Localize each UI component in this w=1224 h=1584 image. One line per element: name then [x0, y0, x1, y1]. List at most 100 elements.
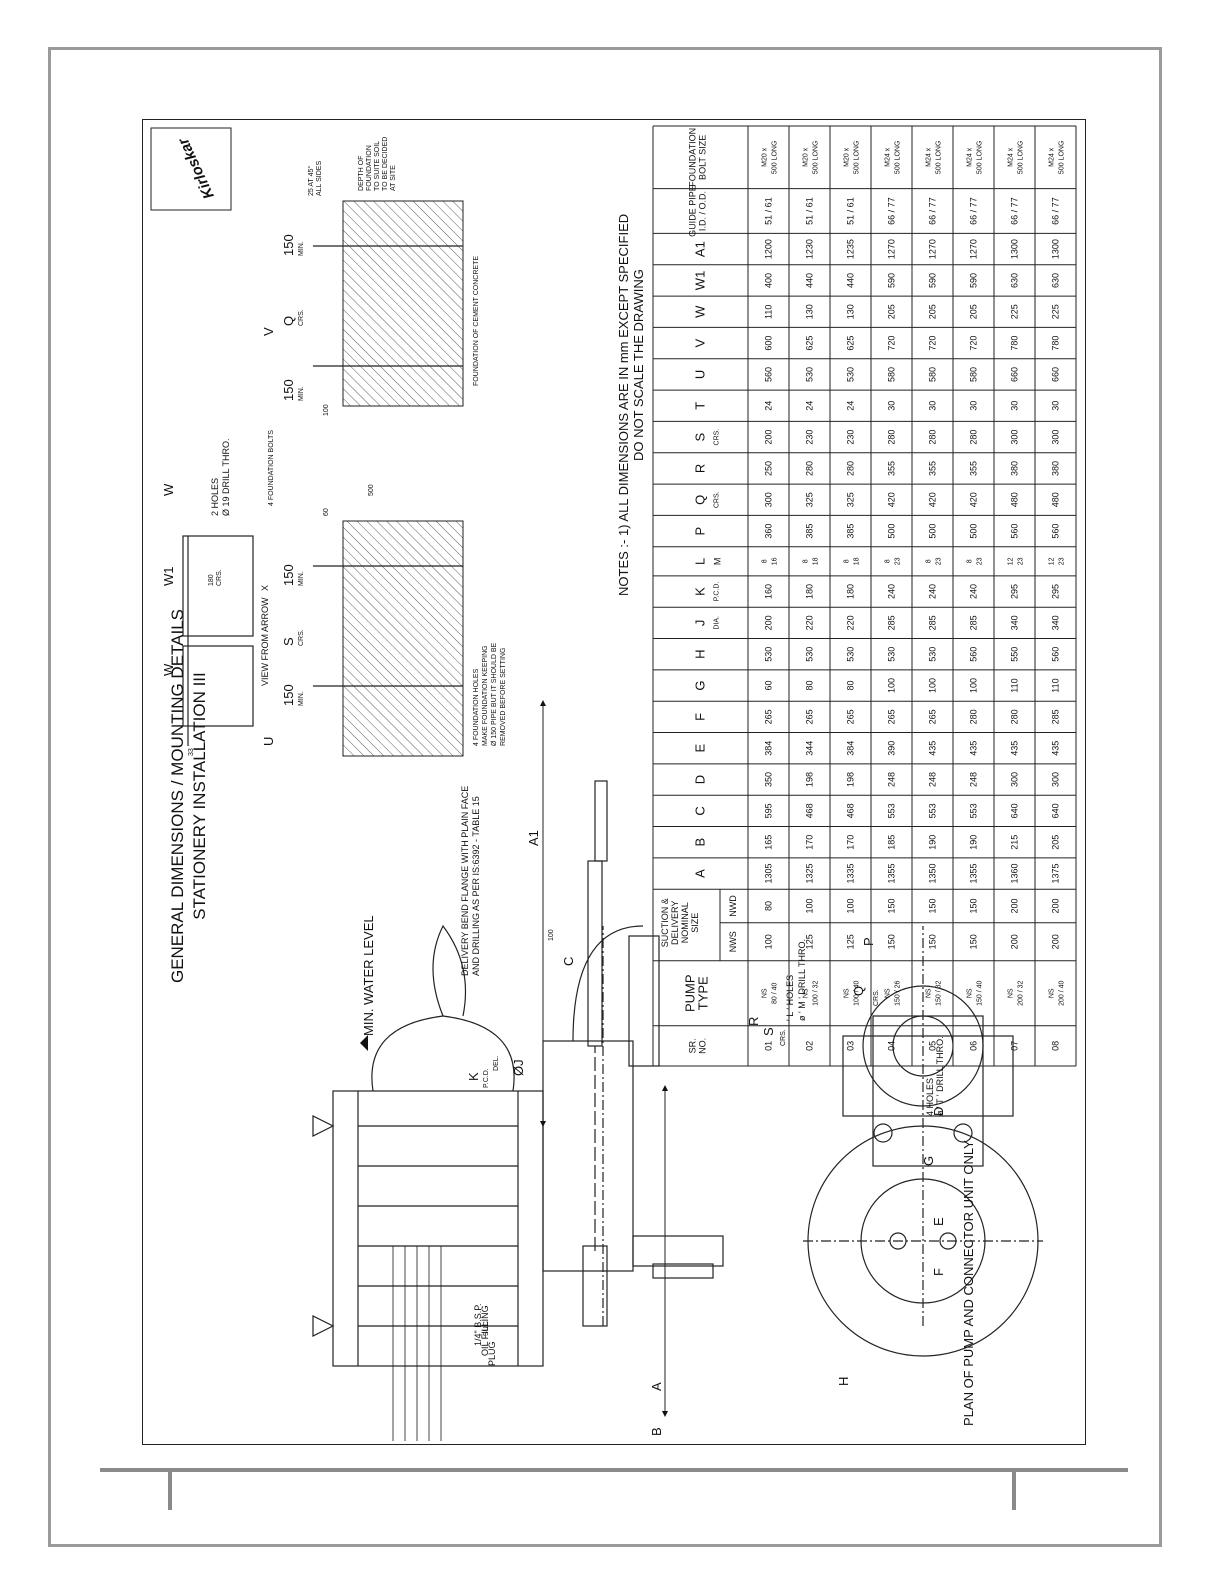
view-180-crs: CRS. [216, 569, 223, 586]
table-cell-R: 380 [1010, 461, 1020, 476]
table-cell-Q: 420 [969, 492, 979, 507]
table-cell-K: 240 [928, 584, 938, 599]
header-J: J [693, 620, 708, 627]
table-cell-bolt: 500 LONG [936, 141, 943, 174]
table-cell-F: 280 [1010, 709, 1020, 724]
table-cell-guide: 51 / 61 [764, 197, 774, 225]
table-cell-C: 553 [887, 803, 897, 818]
table-cell-F: 265 [846, 709, 856, 724]
table-cell-bolt: M20 x [803, 147, 810, 167]
table-cell-A: 1325 [805, 864, 815, 884]
table-cell-C: 553 [969, 803, 979, 818]
label-q-crs: CRS. [873, 989, 880, 1006]
min-d: MIN. [298, 241, 305, 256]
view-x: X [260, 585, 270, 591]
header-sr-no: NO. [698, 1038, 708, 1054]
header-D: D [693, 775, 708, 784]
four-holes-3: Ø 150 PIPE BUT IT SHOULD BE [491, 642, 498, 746]
table-cell-H: 530 [764, 647, 774, 662]
dim-A: A [649, 1382, 664, 1391]
table-cell-L: 18 [813, 557, 820, 565]
four-holes-4: REMOVED BEFORE SETTING [500, 648, 507, 746]
header-K: K [693, 587, 708, 596]
table-cell-nws: 200 [1051, 934, 1061, 949]
table-cell-pump: NS [967, 988, 974, 998]
dim-G: G [921, 1156, 936, 1166]
depth-4: TO BE DECIDED [382, 137, 389, 191]
dim-150-d: 150 [281, 234, 296, 256]
table-cell-A1: 1235 [846, 239, 856, 259]
l-holes-note-1: ' L ' HOLES [785, 975, 795, 1021]
table-cell-F: 265 [887, 709, 897, 724]
notes-line2: DO NOT SCALE THE DRAWING [631, 269, 646, 461]
table-cell-L: 8 [926, 559, 933, 563]
table-cell-A: 1335 [846, 864, 856, 884]
table-cell-B: 190 [928, 835, 938, 850]
table-cell-nwd: 80 [764, 901, 774, 911]
table-cell-D: 198 [805, 772, 815, 787]
table-cell-P: 500 [887, 524, 897, 539]
table-cell-W: 110 [764, 305, 774, 319]
dim-150-c: 150 [281, 379, 296, 401]
table-cell-nwd: 150 [969, 898, 979, 913]
label-pcd: P.C.D. [483, 1068, 490, 1088]
table-cell-Q: 420 [887, 492, 897, 507]
header-bolt-size: FOUNDATION [688, 128, 698, 187]
table-cell-B: 165 [764, 835, 774, 850]
table-cell-F: 265 [805, 709, 815, 724]
table-cell-Q: 325 [846, 492, 856, 507]
table-cell-D: 248 [887, 772, 897, 787]
dim-E: E [931, 1217, 946, 1226]
table-cell-bolt: 500 LONG [895, 141, 902, 174]
table-cell-D: 300 [1051, 772, 1061, 787]
table-cell-nwd: 150 [928, 898, 938, 913]
table-cell-B: 190 [969, 835, 979, 850]
table-cell-H: 530 [928, 647, 938, 662]
table-cell-L: 23 [977, 557, 984, 565]
table-cell-guide: 66 / 77 [887, 197, 897, 225]
table-cell-pump: 100 / 40 [854, 981, 861, 1006]
four-holes-1: 4 FOUNDATION HOLES [473, 668, 480, 746]
table-cell-L: 18 [854, 557, 861, 565]
table-cell-A1: 1270 [887, 239, 897, 259]
table-cell-U: 660 [1010, 367, 1020, 382]
kirloskar-logo: Kirloskar [174, 134, 217, 201]
table-cell-W1: 590 [928, 273, 938, 288]
dim-V: V [261, 327, 276, 336]
table-cell-C: 640 [1010, 803, 1020, 818]
table-cell-L: 8 [844, 559, 851, 563]
header-suction-size: DELIVERY [670, 901, 680, 945]
crs-a: CRS. [298, 629, 305, 646]
table-cell-K: 295 [1010, 584, 1020, 599]
header-nws: NWS [728, 931, 738, 952]
table-cell-nwd: 200 [1010, 898, 1020, 913]
table-cell-bolt: 500 LONG [1018, 141, 1025, 174]
crs-b: CRS. [298, 309, 305, 326]
dim-U: U [261, 737, 276, 746]
table-cell-R: 280 [805, 461, 815, 476]
table-cell-S: 280 [887, 430, 897, 445]
table-cell-R: 380 [1051, 461, 1061, 476]
table-cell-A: 1360 [1010, 864, 1020, 884]
elevation-dimensions: A B A1 C 100 ØJ K P.C.D. DEL. SUC. 1/4" … [360, 700, 668, 1436]
table-cell-P: 360 [764, 524, 774, 539]
table-cell-pump: 150 / 32 [936, 981, 943, 1006]
table-cell-nws: 150 [928, 934, 938, 949]
table-cell-D: 248 [928, 772, 938, 787]
table-cell-F: 280 [969, 709, 979, 724]
table-cell-sr: 04 [887, 1041, 897, 1051]
table-cell-C: 640 [1051, 803, 1061, 818]
table-cell-E: 390 [887, 741, 897, 756]
min-b: MIN. [298, 571, 305, 586]
table-cell-nws: 125 [846, 934, 856, 949]
header-guide-pipe: GUIDE PIPE [688, 185, 698, 237]
header-G: G [693, 680, 708, 690]
table-cell-nws: 200 [1010, 934, 1020, 949]
plan-labels: PLAN OF PUMP AND CONNECTOR UNIT ONLY H F… [746, 937, 976, 1426]
table-cell-L: 8 [885, 559, 892, 563]
table-cell-K: 240 [887, 584, 897, 599]
table-cell-nws: 100 [764, 934, 774, 949]
pump-elevation [312, 780, 1043, 1441]
drawing-canvas: GENERAL DIMENSIONS / MOUNTING DETAILS ST… [150, 125, 1077, 1441]
table-cell-R: 355 [887, 461, 897, 476]
